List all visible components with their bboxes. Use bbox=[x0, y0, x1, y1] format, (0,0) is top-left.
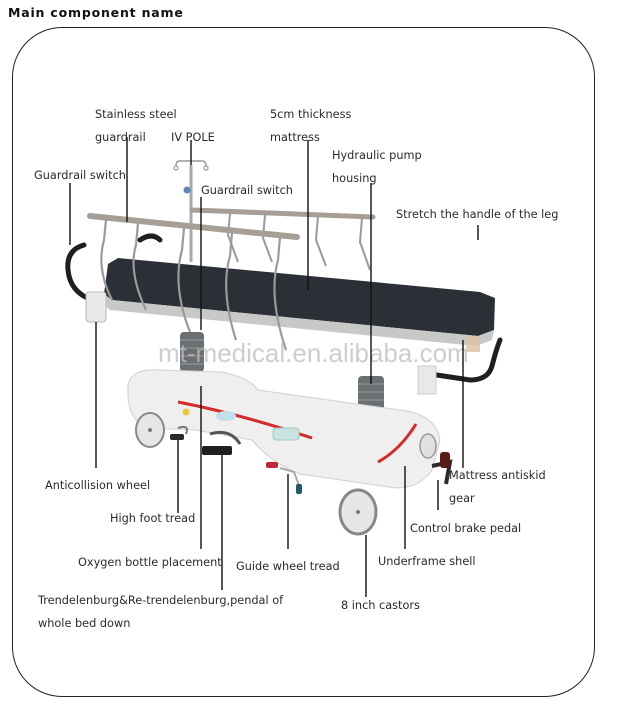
head-push-handle bbox=[65, 242, 105, 305]
back-guardrail bbox=[189, 207, 376, 271]
mattress-graphic bbox=[100, 258, 495, 346]
label-hydraulic-pump: Hydraulic pump housing bbox=[332, 149, 422, 185]
label-mattress: 5cm thickness mattress bbox=[270, 108, 352, 144]
label-guide-wheel-tread: Guide wheel tread bbox=[236, 560, 340, 573]
label-control-brake-pedal: Control brake pedal bbox=[410, 522, 522, 535]
label-guardrail-switch-mid: Guardrail switch bbox=[201, 184, 293, 197]
label-anticollision-wheel: Anticollision wheel bbox=[45, 479, 151, 492]
anticollision-bumper bbox=[85, 291, 107, 323]
guardrail-switch-knob bbox=[183, 186, 191, 194]
diagram-frame bbox=[12, 27, 595, 697]
label-trendelenburg: Trendelenburg&Re-trendelenburg,pendal of… bbox=[38, 594, 284, 630]
label-guardrail-switch-left: Guardrail switch bbox=[34, 169, 126, 182]
pedals bbox=[170, 425, 453, 494]
label-iv-pole: IV POLE bbox=[171, 131, 215, 144]
label-high-foot-tread: High foot tread bbox=[110, 512, 196, 525]
label-oxygen-bottle: Oxygen bottle placement bbox=[78, 556, 222, 569]
label-mattress-antiskid: Mattress antiskid gear bbox=[449, 469, 546, 505]
foot-stretch-handle bbox=[427, 337, 503, 383]
label-stainless-guardrail: Stainless steel guardrail bbox=[95, 108, 177, 144]
page-heading: Main component name bbox=[8, 5, 184, 20]
castor-wheels bbox=[135, 412, 437, 536]
label-stretch-handle: Stretch the handle of the leg bbox=[396, 208, 559, 221]
label-underframe-shell: Underframe shell bbox=[378, 555, 476, 568]
label-castors: 8 inch castors bbox=[341, 599, 420, 612]
front-guardrail bbox=[87, 213, 300, 351]
watermark-text: mt-medical.en.alibaba.com bbox=[158, 338, 469, 368]
underframe-shell-graphic bbox=[127, 369, 441, 489]
leader-lines bbox=[69, 137, 479, 597]
